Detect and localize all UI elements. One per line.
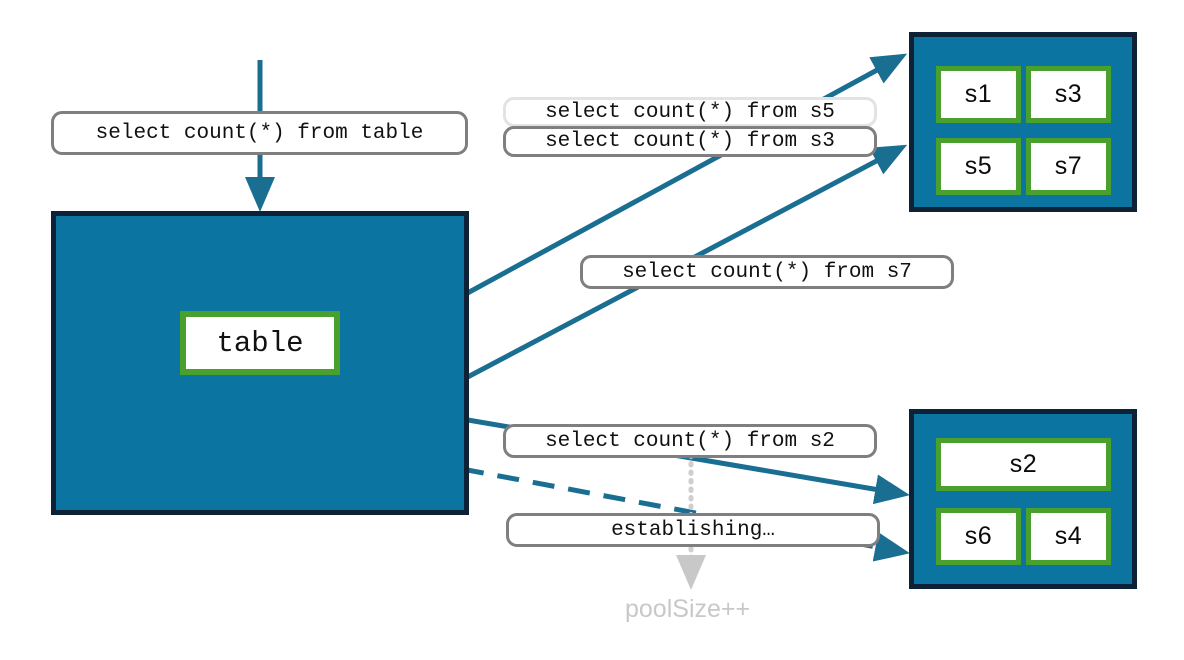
- server-node-label: s3: [1054, 80, 1083, 108]
- query-label-s3[interactable]: select count(*) from s3: [503, 126, 877, 157]
- query-label-s7[interactable]: select count(*) from s7: [580, 255, 954, 289]
- server-node-label: s5: [964, 152, 993, 180]
- server-node-label: s6: [964, 522, 993, 550]
- server-node-s2[interactable]: s2: [936, 438, 1111, 491]
- server-node-s5[interactable]: s5: [936, 138, 1021, 195]
- poolsize-label: poolSize++: [625, 595, 751, 623]
- server-node-label: s4: [1054, 522, 1083, 550]
- query-label-text: select count(*) from s7: [622, 260, 912, 284]
- server-node-label: s1: [964, 80, 993, 108]
- server-node-label: s2: [1009, 450, 1038, 478]
- server-node-label: s7: [1054, 152, 1083, 180]
- server-node-s7[interactable]: s7: [1026, 138, 1111, 195]
- server-node-s1[interactable]: s1: [936, 66, 1021, 123]
- table-node-label: table: [216, 326, 304, 360]
- spellcheck-underline-icon: [625, 622, 763, 627]
- poolsize-counter-text: poolSize++: [625, 595, 750, 624]
- query-label-text: select count(*) from s5: [545, 100, 835, 124]
- status-label-establishing[interactable]: establishing…: [506, 513, 880, 547]
- server-node-s6[interactable]: s6: [936, 508, 1021, 565]
- query-label-table[interactable]: select count(*) from table: [51, 111, 468, 155]
- table-node[interactable]: table: [180, 311, 340, 375]
- query-label-s2[interactable]: select count(*) from s2: [503, 424, 877, 458]
- query-label-text: select count(*) from s3: [545, 130, 835, 153]
- query-label-s5[interactable]: select count(*) from s5: [503, 97, 877, 127]
- server-node-s3[interactable]: s3: [1026, 66, 1111, 123]
- query-label-text: select count(*) from table: [95, 121, 424, 145]
- status-label-text: establishing…: [611, 518, 775, 542]
- server-node-s4[interactable]: s4: [1026, 508, 1111, 565]
- query-label-text: select count(*) from s2: [545, 429, 835, 453]
